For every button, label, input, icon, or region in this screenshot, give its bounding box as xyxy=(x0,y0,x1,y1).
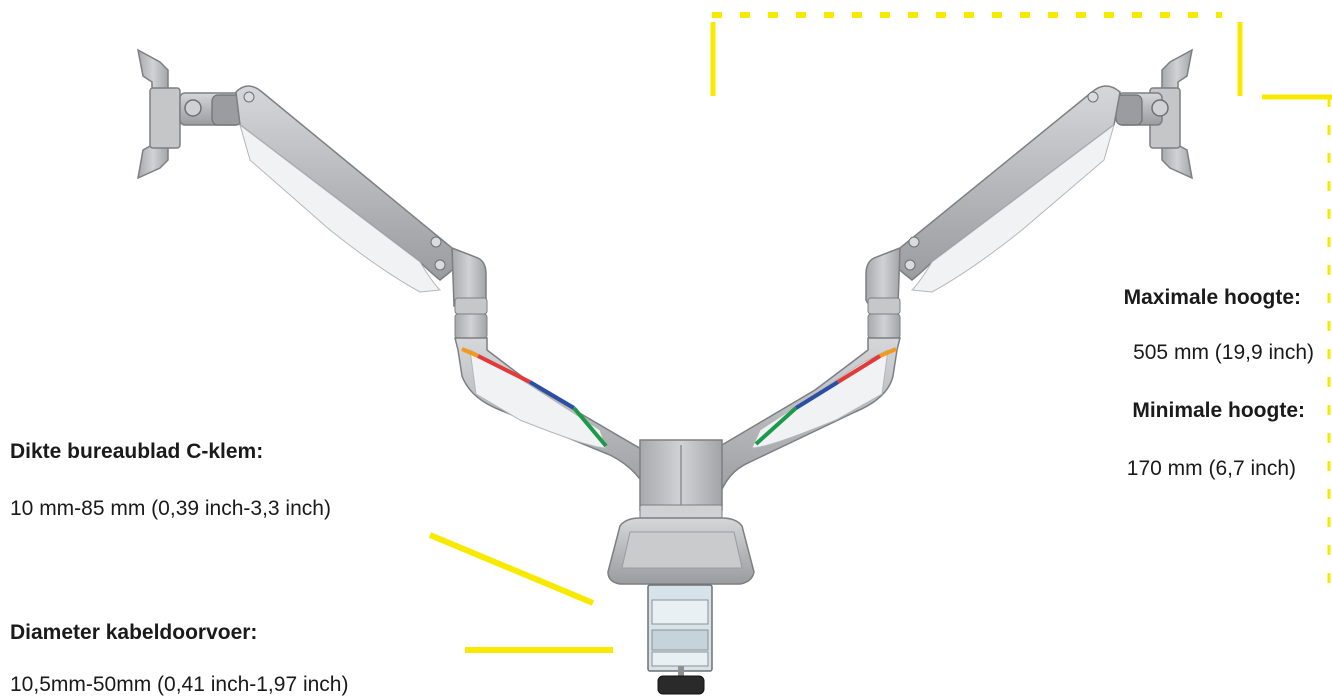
min-height-value: 170 mm (6,7 inch) xyxy=(1126,457,1296,480)
clamp-knob xyxy=(657,675,705,695)
right-stripe-red xyxy=(836,354,882,384)
cable-diameter-title: Diameter kabeldoorvoer: xyxy=(10,621,258,644)
min-height-title: Minimale hoogte: xyxy=(1132,399,1305,422)
height-indicator-lines xyxy=(428,12,1332,653)
max-height-title: Maximale hoogte: xyxy=(1123,286,1301,309)
center-pole-and-clamp xyxy=(607,439,755,695)
left-stripe-blue xyxy=(528,380,576,410)
right-stripe-green xyxy=(754,406,798,446)
left-stripe-orange xyxy=(461,347,479,358)
left-upper-arm xyxy=(235,85,458,281)
max-height-value: 505 mm (19,9 inch) xyxy=(1133,341,1314,364)
left-stripe-red xyxy=(477,354,531,384)
cable-diameter-value: 10,5mm-50mm (0,41 inch-1,97 inch) xyxy=(10,673,349,696)
left-stripe-green xyxy=(572,406,608,448)
clamp-pointer-line xyxy=(428,532,595,606)
desk-thickness-title: Dikte bureaublad C-klem: xyxy=(10,440,264,463)
right-stripe-orange xyxy=(879,347,897,358)
right-arm xyxy=(683,48,1194,501)
desk-thickness-value: 10 mm-85 mm (0,39 inch-3,3 inch) xyxy=(10,497,331,520)
right-stripe-blue xyxy=(794,380,840,410)
left-arm xyxy=(136,48,685,501)
right-upper-arm xyxy=(894,85,1121,281)
